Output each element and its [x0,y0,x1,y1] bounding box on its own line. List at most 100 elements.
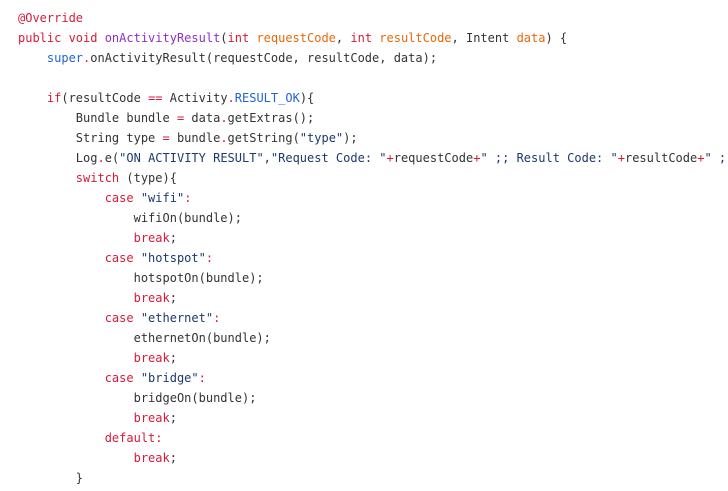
code-token: " ; [704,151,727,165]
code-token: "Request Code: " [270,151,387,165]
code-token: onActivityResult [104,31,221,45]
code-token: @Override [18,11,84,25]
code-token: ; [169,291,177,305]
code-token: . [97,151,105,165]
code-token: e( [104,151,120,165]
code-token: = [162,131,170,145]
code-token: requestCode [256,31,336,45]
code-token [18,231,134,245]
code-token: switch [75,171,120,185]
code-token: case [104,311,141,325]
code-token [18,191,105,205]
code-token: bridgeOn(bundle); [18,391,257,405]
code-token: : [155,431,163,445]
code-block: @Override public void onActivityResult( in… [18,8,726,488]
code-line: super.onActivityResult(requestCode, resu… [18,48,726,68]
code-token: int [350,31,380,45]
code-line: case "hotspot": [18,248,726,268]
code-token: "ethernet" [140,311,214,325]
code-token: "wifi" [140,191,185,205]
code-token: (resultCode [61,91,149,105]
code-token: + [473,151,481,165]
code-token: + [697,151,705,165]
code-token: break [133,291,170,305]
code-token [18,171,76,185]
code-line: default: [18,428,726,448]
code-token: ; [169,231,177,245]
code-token: == [148,91,163,105]
code-token: . [83,51,91,65]
code-token: hotspotOn(bundle); [18,271,264,285]
code-token: (type){ [119,171,177,185]
code-token: ){ [299,91,315,105]
code-line: break; [18,448,726,468]
code-token [18,371,105,385]
code-token: : [184,191,192,205]
code-line: Log.e("ON ACTIVITY RESULT","Request Code… [18,148,726,168]
code-token: ); [343,131,358,145]
code-token [18,91,47,105]
code-token: wifiOn(bundle); [18,211,242,225]
code-token: . [220,131,228,145]
code-token: data [516,31,546,45]
code-line: break; [18,348,726,368]
code-token: if [46,91,62,105]
code-line [18,68,726,88]
code-token: "hotspot" [140,251,206,265]
code-token: case [104,251,141,265]
code-token: super [46,51,84,65]
code-line: bridgeOn(bundle); [18,388,726,408]
code-token: , Intent [451,31,517,45]
code-token: + [386,151,394,165]
code-token: case [104,371,141,385]
code-line: case "ethernet": [18,308,726,328]
code-token [18,291,134,305]
code-line: case "bridge": [18,368,726,388]
code-token: "ON ACTIVITY RESULT" [119,151,264,165]
code-token: case [104,191,141,205]
code-token: , [335,31,351,45]
code-token: + [617,151,625,165]
code-token [18,311,105,325]
code-token [18,431,105,445]
code-token: " ;; Result Code: " [480,151,618,165]
code-token: data [184,111,221,125]
code-token: ( [220,31,228,45]
code-line: } [18,468,726,488]
code-token: default [104,431,156,445]
code-token: break [133,411,170,425]
code-token: resultCode [379,31,452,45]
code-token: bundle [169,131,221,145]
code-token: : [198,371,206,385]
code-token: : [213,311,221,325]
code-token: onActivityResult(requestCode, resultCode… [90,51,438,65]
code-token: requestCode [393,151,474,165]
code-line: break; [18,408,726,428]
code-token [18,251,105,265]
code-token: . [220,111,228,125]
code-token: Activity [162,91,228,105]
code-token [18,351,134,365]
code-token: String type [18,131,163,145]
code-line: break; [18,228,726,248]
code-token: = [176,111,185,125]
code-line: hotspotOn(bundle); [18,268,726,288]
code-token: , [263,151,271,165]
code-token: getString( [227,131,300,145]
code-line: wifiOn(bundle); [18,208,726,228]
code-token: public void [18,31,105,45]
code-line: case "wifi": [18,188,726,208]
code-token: break [133,231,170,245]
code-line: break; [18,288,726,308]
code-token: ; [169,411,177,425]
code-token [18,451,134,465]
code-token: "bridge" [140,371,199,385]
code-line: if(resultCode == Activity.RESULT_OK){ [18,88,726,108]
code-token: getExtras(); [227,111,315,125]
code-token: "type" [299,131,344,145]
code-line: String type = bundle.getString("type"); [18,128,726,148]
code-token: resultCode [624,151,698,165]
code-token: } [18,471,84,485]
code-line: public void onActivityResult( int request… [18,28,726,48]
code-token: ; [169,351,177,365]
